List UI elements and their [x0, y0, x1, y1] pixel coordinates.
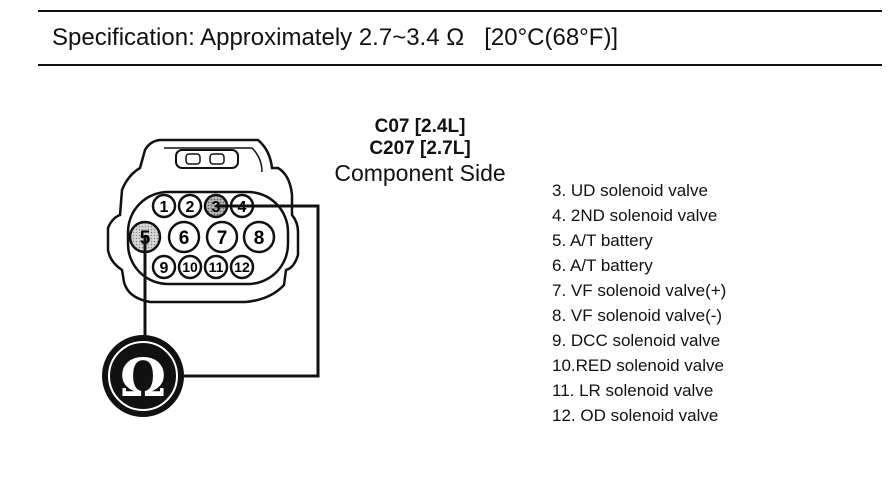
connector-housing	[106, 138, 300, 304]
pin-7: 7	[205, 220, 239, 254]
legend-item: 5. A/T battery	[552, 231, 653, 250]
pin-1: 1	[151, 193, 177, 219]
pin-2: 2	[177, 193, 203, 219]
legend-item: 3. UD solenoid valve	[552, 181, 708, 200]
legend-item: 12. OD solenoid valve	[552, 406, 719, 425]
specification-line: Specification: Approximately 2.7~3.4 Ω […	[52, 24, 618, 52]
pin-9: 9	[151, 254, 177, 280]
spec-condition: [20°C(68°F)]	[484, 24, 619, 51]
ohm-symbol: Ω	[120, 348, 166, 409]
legend-item: 4. 2ND solenoid valve	[552, 206, 718, 225]
lead-pin-3	[184, 204, 320, 378]
pin-8: 8	[242, 220, 276, 254]
pin-legend: 3. UD solenoid valve 4. 2ND solenoid val…	[552, 178, 726, 428]
connector-title: C07 [2.4L] C207 [2.7L] Component Side	[300, 116, 540, 186]
spec-value: Approximately 2.7~3.4 Ω	[200, 24, 465, 51]
connector-title-2-7l: C207 [2.7L]	[369, 137, 471, 159]
spec-label: Specification:	[52, 24, 195, 51]
pin-6-label: 6	[179, 228, 190, 249]
pin-12: 12	[229, 254, 255, 280]
connector-side-label: Component Side	[334, 159, 506, 186]
pin-10-label: 10	[182, 259, 198, 275]
legend-item: 7. VF solenoid valve(+)	[552, 281, 727, 300]
top-rule	[38, 10, 882, 12]
pin-12-label: 12	[234, 259, 250, 275]
pin-2-label: 2	[186, 199, 195, 216]
legend-item: 6. A/T battery	[552, 256, 653, 275]
bottom-rule	[38, 64, 882, 66]
pin-6: 6	[167, 220, 201, 254]
legend-item: 9. DCC solenoid valve	[552, 331, 721, 350]
pin-1-label: 1	[160, 199, 169, 216]
test-leads	[143, 204, 320, 378]
pin-11-label: 11	[209, 259, 224, 275]
pin-11: 11	[203, 254, 229, 280]
pin-10: 10	[177, 254, 203, 280]
legend-item: 8. VF solenoid valve(-)	[552, 306, 723, 325]
pin-9-label: 9	[160, 260, 169, 277]
legend-item: 10.RED solenoid valve	[552, 356, 724, 375]
ohmmeter: Ω	[102, 335, 184, 417]
pin-8-label: 8	[254, 228, 265, 249]
pin-7-label: 7	[217, 228, 228, 249]
legend-item: 11. LR solenoid valve	[552, 381, 714, 400]
connector-title-2-4l: C07 [2.4L]	[374, 116, 466, 137]
